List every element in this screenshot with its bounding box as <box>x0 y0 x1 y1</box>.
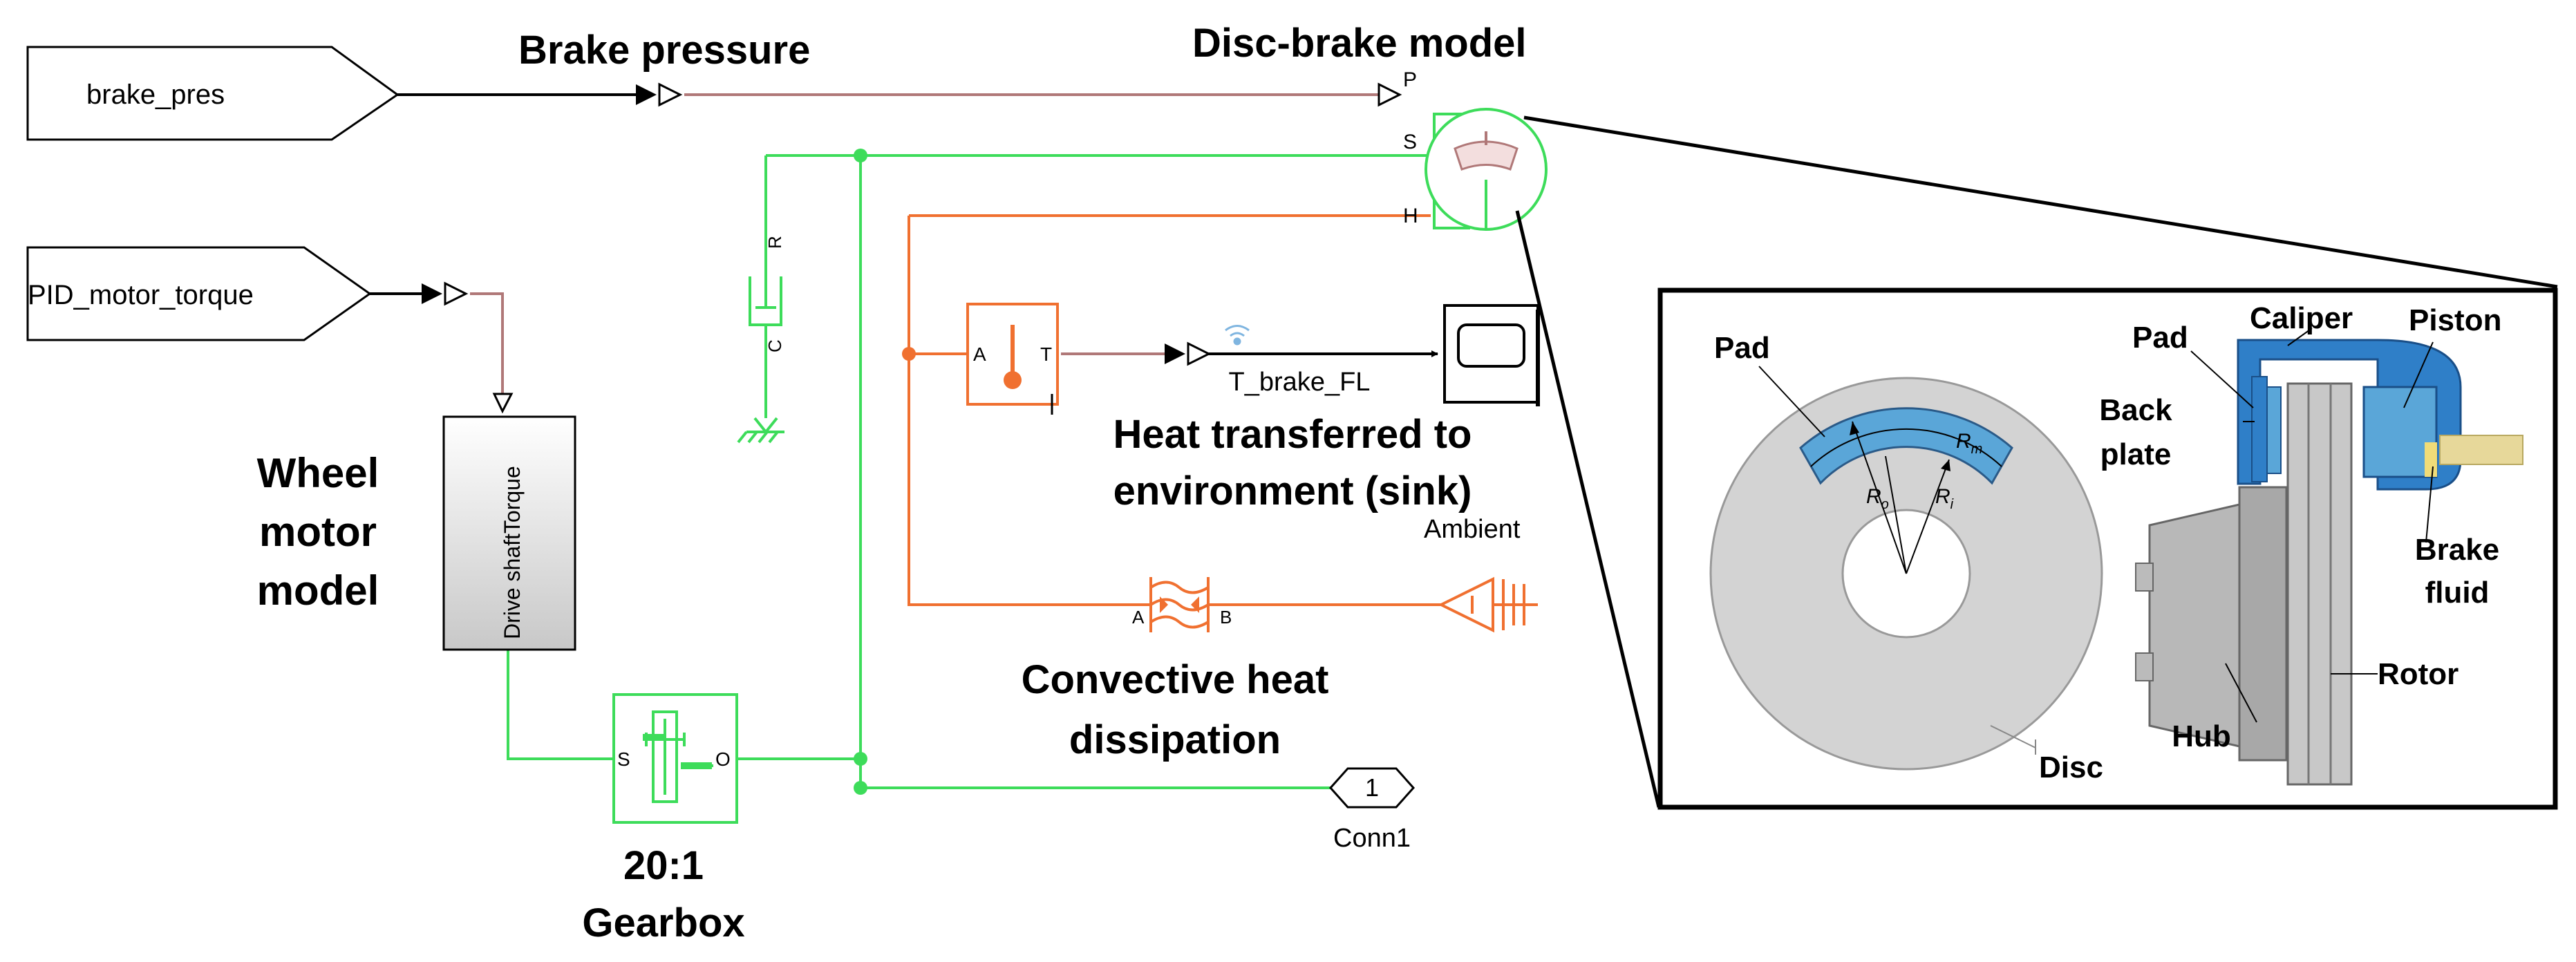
mech-junction-gear <box>854 752 867 766</box>
disc-brake-model-label: Disc-brake model <box>1192 21 1527 66</box>
conn1-port[interactable]: 1 <box>1328 767 1416 809</box>
scope-block[interactable] <box>1443 304 1540 406</box>
gearbox-block[interactable] <box>612 693 738 824</box>
signal-arrow-filled <box>636 84 657 105</box>
port-t: T <box>1040 343 1052 365</box>
brake-pressure-label: Brake pressure <box>518 28 810 73</box>
thermal-network[interactable] <box>908 214 1441 606</box>
back-plate-shape <box>2251 376 2268 482</box>
scope-screen-icon <box>1457 323 1525 368</box>
label-r-i: Ri <box>1935 485 1954 512</box>
conn1-label: Conn1 <box>1333 824 1411 853</box>
radius-line <box>1885 455 1907 574</box>
wheel-motor-label-3: model <box>257 567 379 614</box>
heat-arrow-icon <box>1160 596 1168 613</box>
inport-brake-pres[interactable]: brake_pres <box>26 46 399 141</box>
disc-brake-inset: Ro Ri Rm Pad Disc Pad Cali <box>1657 287 2558 810</box>
mech-junction-conn <box>854 781 867 795</box>
hub-shape <box>2238 486 2288 762</box>
mechanical-ground-icon <box>737 417 784 444</box>
rotational-damper-block[interactable] <box>749 276 782 349</box>
wifi-logging-icon <box>1225 325 1250 346</box>
inset-back-plate-2: plate <box>2100 437 2172 471</box>
disc-brake-block[interactable] <box>1425 108 1548 231</box>
convective-label-2: dissipation <box>1069 717 1281 762</box>
fluid-line-shape <box>2439 435 2523 465</box>
mech-junction-top <box>854 149 867 162</box>
port-conv-b: B <box>1220 607 1232 628</box>
port-c: C <box>764 339 785 352</box>
scope-signal-label: T_brake_FL <box>1229 368 1371 397</box>
pad-side-shape <box>2266 386 2282 474</box>
inset-brake-fluid-1: Brake <box>2415 533 2499 567</box>
signal-arrow-filled <box>422 283 442 304</box>
piston-shape <box>2362 386 2438 478</box>
signal-arrow-open <box>1378 82 1402 107</box>
port-a: A <box>973 343 986 365</box>
drive-input-arrow <box>492 393 514 414</box>
inset-disc: Disc <box>2039 751 2103 784</box>
port-conv-a: A <box>1132 607 1145 628</box>
wheel-motor-label-2: motor <box>259 509 377 555</box>
inset-rotor: Rotor <box>2378 657 2459 691</box>
port-h: H <box>1403 205 1418 227</box>
inset-pad-left: Pad <box>1714 331 1770 365</box>
gearbox-label-1: 20:1 <box>623 843 704 888</box>
label-r-m: Rm <box>1956 430 1982 457</box>
pad-leader <box>1758 366 1825 437</box>
heat-transferred-label-1: Heat transferred to <box>1113 412 1472 457</box>
conn1-number: 1 <box>1365 773 1379 802</box>
label-r-o: Ro <box>1866 485 1889 512</box>
drive-shaft-label: Drive shaftTorque <box>500 466 525 639</box>
port-gear-o: O <box>715 748 731 770</box>
zoom-line-bottom <box>1515 210 1661 808</box>
signal-arrow-open <box>658 82 683 107</box>
inset-hub: Hub <box>2172 719 2231 753</box>
convective-label-1: Convective heat <box>1022 657 1329 702</box>
thermal-junction <box>902 347 916 361</box>
inset-back-plate-1: Back <box>2099 393 2172 427</box>
brake-fluid-shape <box>2425 442 2437 477</box>
mean-radius-arc <box>1810 428 2002 467</box>
signal-arrow-filled <box>1165 343 1185 364</box>
inset-piston: Piston <box>2409 303 2501 337</box>
temperature-sensor-block[interactable] <box>966 303 1059 415</box>
convective-heat-block[interactable] <box>1140 577 1218 632</box>
inset-pad-right: Pad <box>2132 321 2188 355</box>
inport-pid-motor-torque[interactable]: PID_motor_torque <box>26 246 372 341</box>
brake-gauge-icon <box>1454 140 1519 171</box>
port-p: P <box>1403 68 1417 91</box>
wheel-motor-label-1: Wheel <box>257 450 379 496</box>
signal-arrow-open <box>1187 341 1212 366</box>
gearbox-label-2: Gearbox <box>582 900 744 945</box>
port-gear-s: S <box>617 748 630 770</box>
inset-brake-fluid-2: fluid <box>2425 576 2490 610</box>
heat-transferred-label-2: environment (sink) <box>1113 469 1472 513</box>
wire-pid-to-drive[interactable] <box>470 292 504 394</box>
port-r: R <box>764 236 785 249</box>
heat-arrow-icon <box>1191 596 1199 613</box>
inport-pid-label: PID_motor_torque <box>28 280 254 310</box>
inset-caliper: Caliper <box>2250 301 2353 335</box>
ambient-label: Ambient <box>1424 515 1521 544</box>
radius-inner-line <box>1906 459 1950 574</box>
rotor-shape <box>2286 382 2353 786</box>
zoom-line-top <box>1523 115 2558 289</box>
ambient-temperature-source[interactable] <box>1438 576 1538 633</box>
signal-arrow-open <box>444 281 469 306</box>
inport-brake-pres-label: brake_pres <box>86 79 225 110</box>
port-s: S <box>1403 131 1417 153</box>
radius-outer-line <box>1852 421 1907 574</box>
drive-shaft-torque-block[interactable]: Drive shaftTorque <box>442 415 576 651</box>
